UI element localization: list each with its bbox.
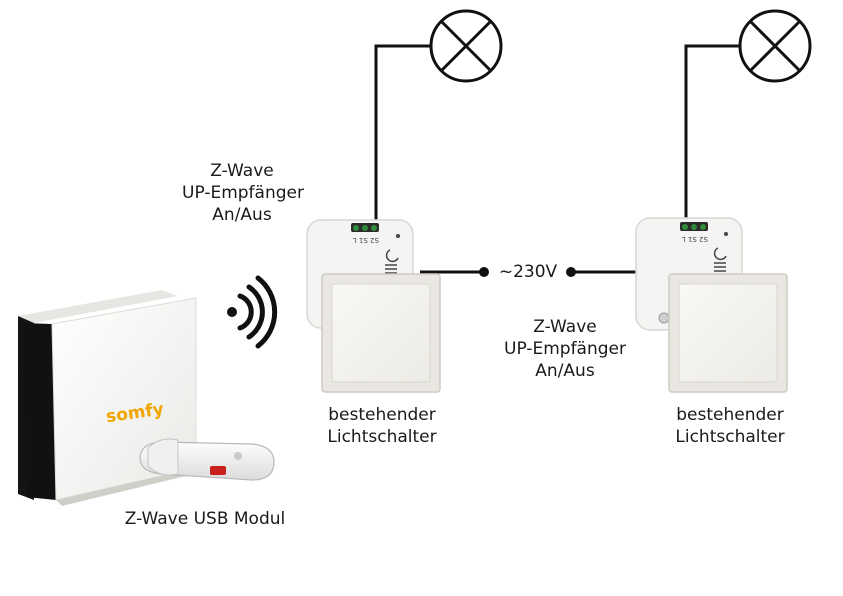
receiver-label-2-line-3: An/Aus (535, 361, 595, 381)
lamp-icon (738, 9, 812, 83)
terminal-text: S2 S1 L (682, 235, 708, 243)
wiring-lines (374, 44, 740, 274)
junction-dot-left (479, 267, 489, 277)
receiver-label-2-line-2: UP-Empfänger (504, 339, 626, 359)
light-switch-icon (668, 273, 788, 393)
wire-lamp-2 (684, 44, 740, 222)
usb-stick-icon (139, 438, 275, 481)
switch-label-2-line-2: Lichtschalter (675, 427, 785, 447)
receiver-label-2-line-1: Z-Wave (533, 317, 597, 337)
receiver-label-1-line-3: An/Aus (212, 205, 272, 225)
switch-label-2-line-1: bestehender (676, 405, 784, 425)
receiver-label-2: Z-Wave UP-Empfänger An/Aus (497, 316, 633, 382)
receiver-label-1: Z-Wave UP-Empfänger An/Aus (182, 160, 304, 226)
wifi-signal-icon (227, 275, 278, 349)
lamp-icon (429, 9, 503, 83)
usb-module-label: Z-Wave USB Modul (124, 509, 286, 529)
wire-lamp-1 (374, 44, 430, 222)
switch-label-1: bestehender Lichtschalter (320, 404, 444, 448)
terminal-text: S2 S1 L (353, 236, 379, 244)
switch-label-1-line-1: bestehender (328, 405, 436, 425)
voltage-label: ~230V (498, 262, 558, 282)
switch-label-1-line-2: Lichtschalter (327, 427, 437, 447)
junction-dot-right (566, 267, 576, 277)
receiver-label-1-line-2: UP-Empfänger (182, 183, 304, 203)
somfy-gateway-icon: somfy (18, 290, 202, 506)
light-switch-icon (321, 273, 441, 393)
switch-label-2: bestehender Lichtschalter (668, 404, 792, 448)
receiver-label-1-line-1: Z-Wave (210, 161, 274, 181)
